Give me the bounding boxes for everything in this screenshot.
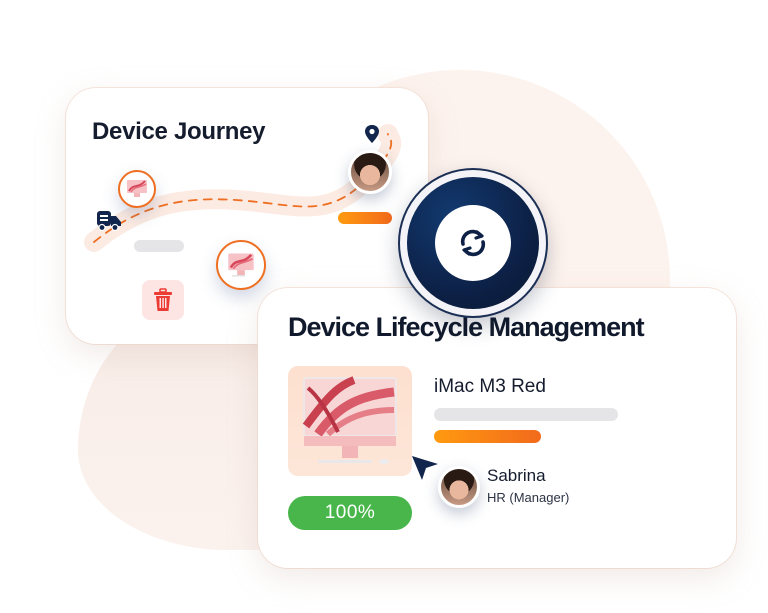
- assignee-role: HR (Manager): [487, 490, 570, 505]
- device-progress-bar: [434, 430, 541, 443]
- trash-icon: [154, 288, 172, 311]
- device-image-tile: [288, 366, 412, 476]
- monitor-icon: [216, 240, 266, 290]
- journey-progress-bar: [338, 212, 392, 224]
- progress-badge: 100%: [288, 496, 412, 530]
- trash-button[interactable]: [142, 280, 184, 320]
- avatar-journey: [348, 150, 392, 194]
- sync-badge: [398, 168, 548, 318]
- monitor-icon: [118, 170, 156, 208]
- journey-title: Device Journey: [92, 118, 266, 145]
- assignee-avatar: [438, 466, 480, 508]
- journey-placeholder-bar: [134, 240, 184, 252]
- sync-icon: [460, 229, 486, 257]
- device-name: iMac M3 Red: [434, 376, 546, 397]
- device-detail-placeholder: [434, 408, 618, 421]
- journey-route: [84, 124, 402, 252]
- assignee-name: Sabrina: [487, 466, 546, 485]
- cursor-arrow-icon: [412, 456, 438, 480]
- imac-red-icon: [302, 376, 397, 464]
- location-pin-icon: [365, 125, 379, 143]
- device-lifecycle-card: Device Lifecycle Management iMac M3 Red …: [258, 288, 736, 568]
- truck-icon: [97, 211, 121, 232]
